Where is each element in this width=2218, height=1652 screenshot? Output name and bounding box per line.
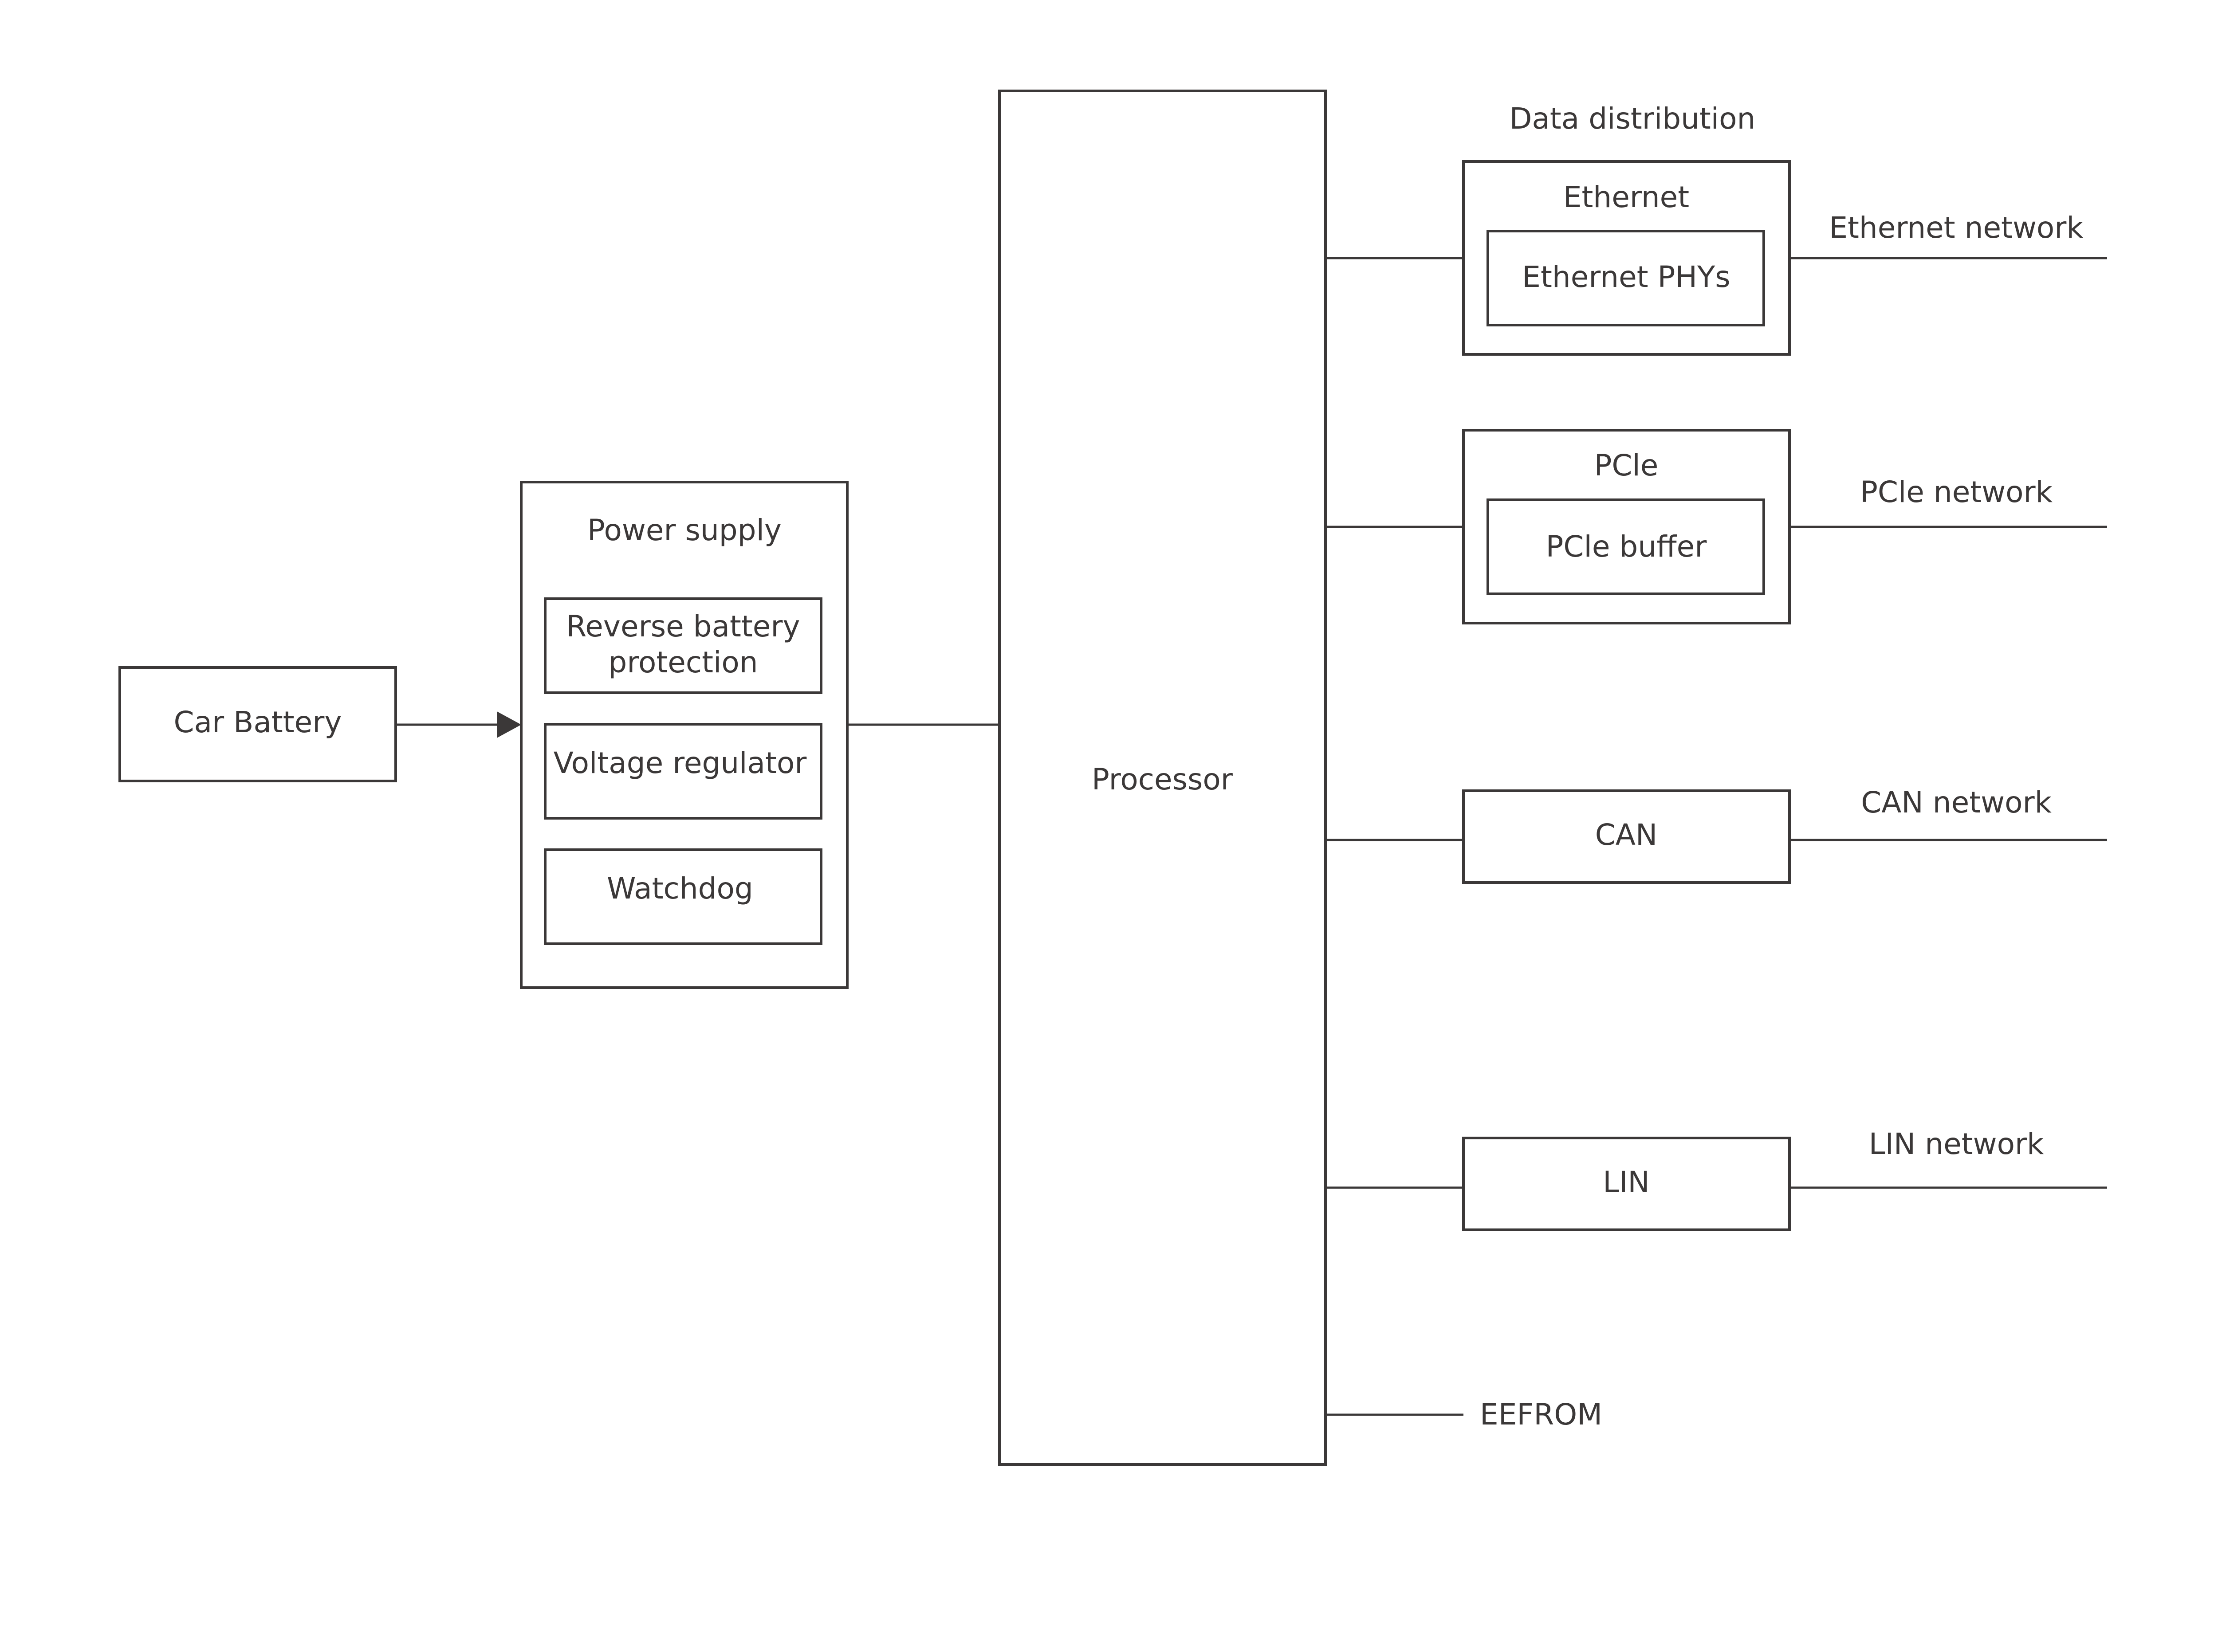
lin-node[interactable]: LIN <box>1462 1137 1791 1231</box>
arrow-right-icon <box>497 711 521 738</box>
lin-box <box>1462 1137 1791 1231</box>
car-battery-node[interactable]: Car Battery <box>118 666 397 782</box>
pcie-title: PCle <box>1594 448 1659 483</box>
car-battery-box <box>118 666 397 782</box>
processor-label: Processor <box>1092 762 1233 797</box>
reverse-battery-protection-label-line1: Reverse battery <box>566 609 800 644</box>
voltage-regulator-node[interactable]: Voltage regulator <box>544 723 822 820</box>
power-supply-title: Power supply <box>587 513 782 547</box>
pcie-buffer-label: PCle buffer <box>1546 530 1707 564</box>
reverse-battery-protection-label-line2: protection <box>608 645 758 679</box>
ethernet-phys-box <box>1487 230 1765 326</box>
lin-label: LIN <box>1603 1165 1650 1199</box>
voltage-regulator-label: Voltage regulator <box>554 746 807 780</box>
reverse-battery-protection-box <box>544 597 822 694</box>
can-box <box>1462 789 1791 884</box>
watchdog-box <box>544 848 822 945</box>
voltage-regulator-box <box>544 723 822 820</box>
eefrom-label: EEFROM <box>1480 1397 1602 1432</box>
processor-node[interactable]: Processor <box>998 90 1327 1466</box>
pcie-buffer-node[interactable]: PCle buffer <box>1487 498 1765 595</box>
can-node[interactable]: CAN <box>1462 789 1791 884</box>
pcie-node[interactable]: PCle PCle buffer <box>1462 429 1791 624</box>
can-network-label: CAN network <box>1861 785 2052 820</box>
ethernet-network-label: Ethernet network <box>1829 211 2084 245</box>
watchdog-node[interactable]: Watchdog <box>544 848 822 945</box>
watchdog-label: Watchdog <box>607 871 753 906</box>
can-label: CAN <box>1595 818 1658 852</box>
ethernet-node[interactable]: Ethernet Ethernet PHYs <box>1462 160 1791 356</box>
car-battery-label: Car Battery <box>174 705 342 739</box>
pcie-network-label: PCle network <box>1860 475 2053 509</box>
ethernet-phys-node[interactable]: Ethernet PHYs <box>1487 230 1765 326</box>
ethernet-phys-label: Ethernet PHYs <box>1522 260 1730 294</box>
data-distribution-title: Data distribution <box>1510 102 1756 136</box>
processor-box <box>998 90 1327 1466</box>
ethernet-title: Ethernet <box>1563 180 1689 214</box>
lin-network-label: LIN network <box>1869 1127 2044 1161</box>
pcie-buffer-box <box>1487 498 1765 595</box>
reverse-battery-protection-node[interactable]: Reverse battery protection <box>544 597 822 694</box>
power-supply-node[interactable]: Power supply Reverse battery protection … <box>520 481 849 989</box>
